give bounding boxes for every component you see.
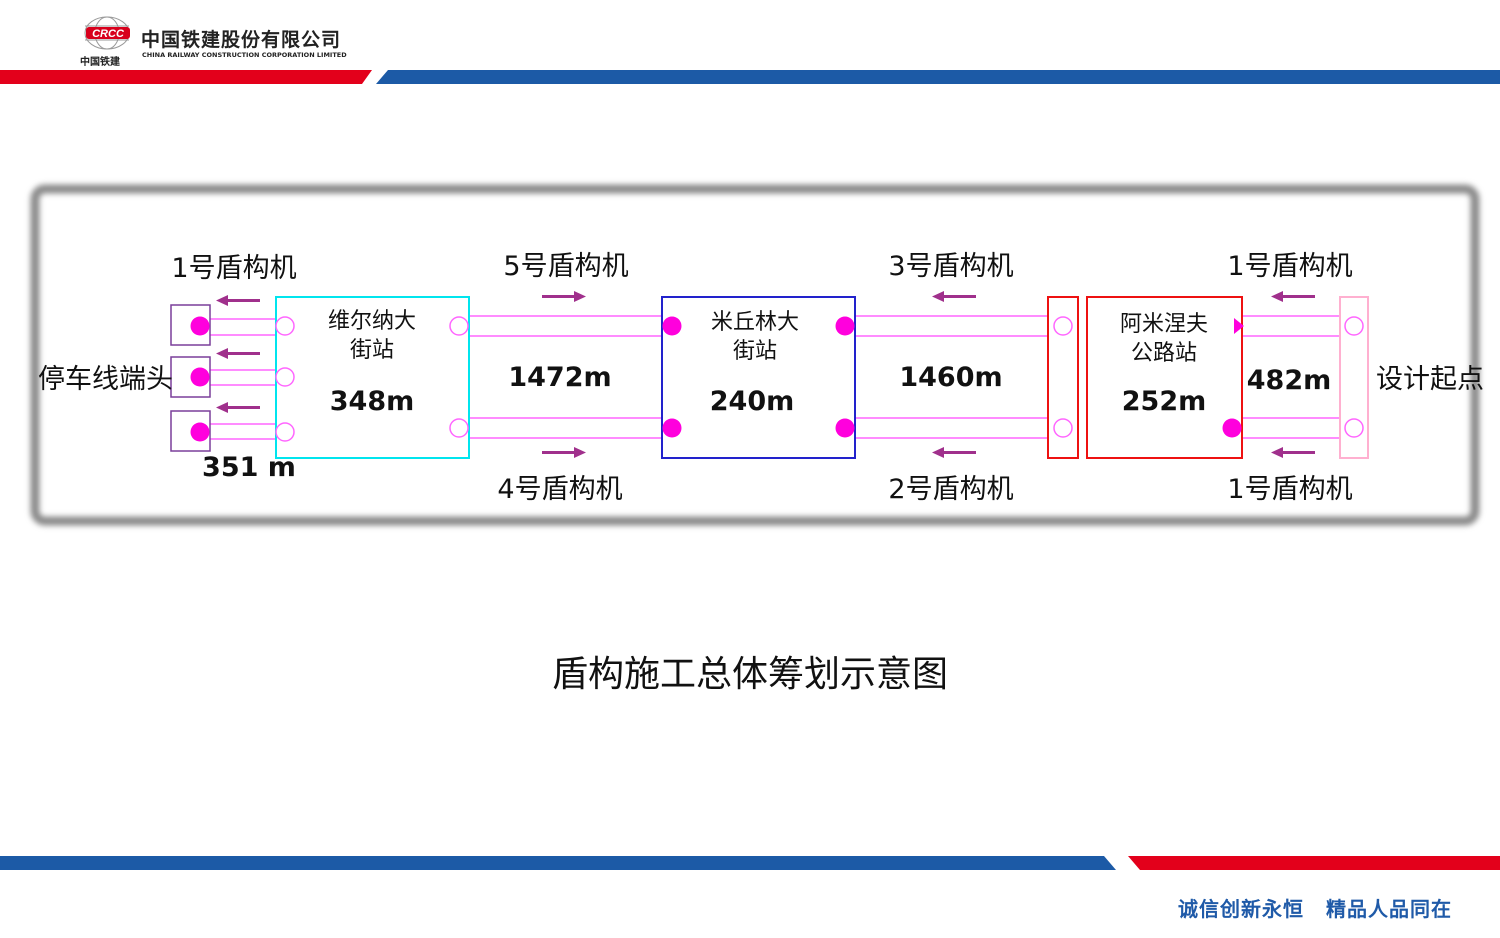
machine-label-bot-seg3: 2号盾构机 [888,474,1013,505]
segment-length-1: 351 m [202,452,296,483]
machine-label-top-seg2: 5号盾构机 [503,251,628,282]
left-endpoint-label: 停车线端头 [38,364,173,395]
segment-length-4: 482m [1247,365,1332,396]
logo-subtitle: 中国铁建 [80,57,120,68]
station-box-3 [1086,296,1243,459]
company-name-cn: 中国铁建股份有限公司 [141,29,342,51]
shield-markers-active [190,316,1244,442]
motto-part-1: 诚信创新永恒 [1178,897,1304,921]
direction-arrows [216,291,1315,458]
crcc-logo-icon: CRCC [84,16,130,50]
left-end-boxes [170,304,211,452]
station-2-name-line1: 米丘林大 [711,310,799,335]
station-2-name-line2: 街站 [733,339,777,364]
tunnel-lines [210,315,1340,440]
station-2-length: 240m [710,386,795,417]
station-box-1 [275,296,470,459]
station-1-name-line1: 维尔纳大 [328,309,416,334]
station-3-name-line1: 阿米涅夫 [1120,312,1208,337]
shield-markers-pending [275,316,1364,442]
machine-label-top-seg4: 1号盾构机 [1227,251,1352,282]
machine-label-top-seg3: 3号盾构机 [888,251,1013,282]
machine-label-bot-seg4: 1号盾构机 [1227,474,1352,505]
machine-label-top-left: 1号盾构机 [171,253,296,284]
company-name-en: CHINA RAILWAY CONSTRUCTION CORPORATION L… [142,51,347,59]
station-1-name-line2: 街站 [350,338,394,363]
shield-plan-diagram: 停车线端头 设计起点 1号盾构机 5号盾构机 3号盾构机 1号盾构机 4号盾构机… [30,184,1484,526]
diagram-frame [30,184,1480,526]
diagram-caption: 盾构施工总体筹划示意图 [551,654,948,695]
station-3-name-line2: 公路站 [1131,341,1197,366]
footer-motto: 诚信创新永恒精品人品同在 [1156,893,1452,922]
station-box-2 [661,296,856,459]
svg-text:CRCC: CRCC [92,28,125,40]
machine-label-bot-seg2: 4号盾构机 [497,474,622,505]
motto-part-2: 精品人品同在 [1326,897,1452,921]
footer-stripe [0,856,1500,870]
right-endpoint-label: 设计起点 [1376,364,1484,395]
segment-length-2: 1472m [508,362,611,393]
segment-length-3: 1460m [899,362,1002,393]
header-stripe [0,70,1500,84]
station-3-length: 252m [1122,386,1207,417]
station-1-length: 348m [330,386,415,417]
